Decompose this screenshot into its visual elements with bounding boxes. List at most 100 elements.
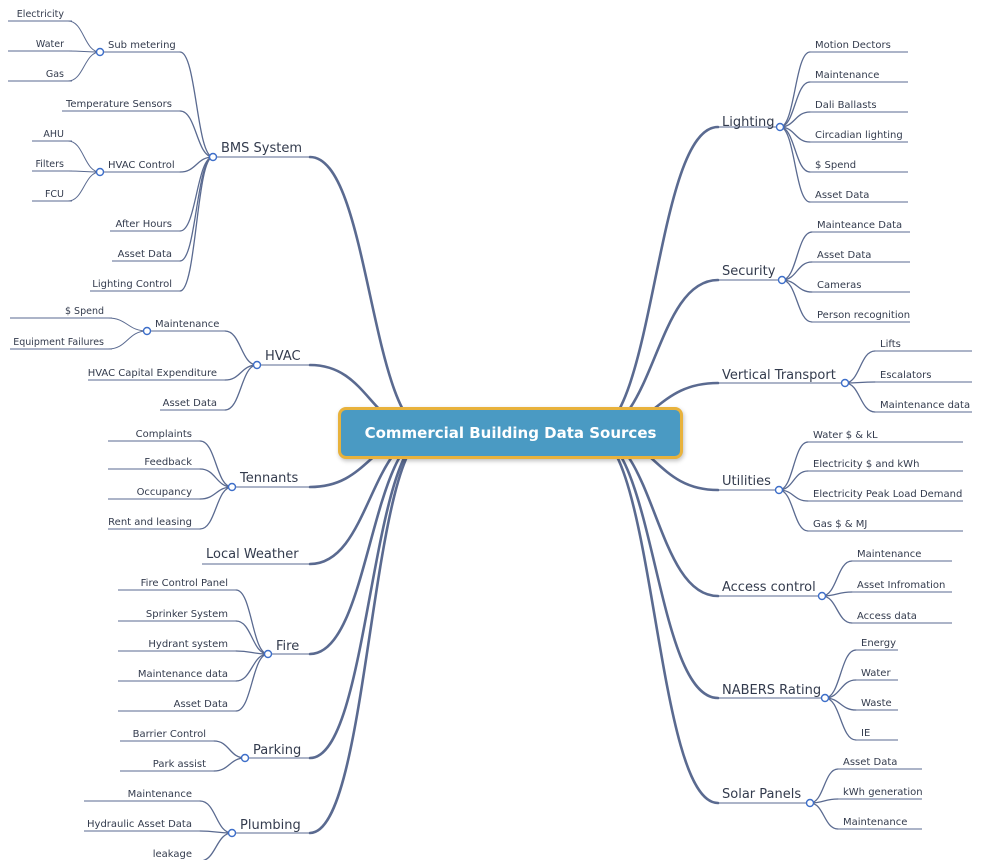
topic-knot-right-2[interactable] (840, 378, 850, 388)
topic-knot-right-1[interactable] (777, 275, 787, 285)
subtopic-right-0-4[interactable]: $ Spend (815, 160, 856, 171)
subtopic-right-6-2[interactable]: Maintenance (843, 817, 907, 828)
subbranch-line-right-3-0 (778, 441, 809, 491)
subtopic-left-1-0[interactable]: Maintenance (155, 319, 219, 330)
subtopic-left-2-2[interactable]: Occupancy (137, 487, 193, 498)
subtopic-right-1-3[interactable]: Person recognition (817, 310, 910, 321)
topic-left-2[interactable]: Tennants (239, 471, 299, 486)
subtopic-right-5-1[interactable]: Water (861, 668, 891, 679)
subtopic-right-0-3[interactable]: Circadian lighting (815, 130, 903, 141)
subtopic-left-0-5[interactable]: Lighting Control (92, 279, 172, 290)
subtopic-right-5-0[interactable]: Energy (861, 638, 896, 649)
topic-left-4[interactable]: Fire (276, 639, 299, 654)
subtopic-right-0-5[interactable]: Asset Data (815, 190, 869, 201)
topic-left-3[interactable]: Local Weather (206, 547, 299, 562)
leaf-left-1-0-1[interactable]: Equipment Failures (13, 337, 104, 348)
subtopic-right-0-2[interactable]: Dali Ballasts (815, 100, 877, 111)
subbranch-line-left-0-4 (179, 156, 214, 262)
topic-right-3[interactable]: Utilities (722, 474, 771, 489)
leaf-left-0-0-2[interactable]: Gas (46, 69, 64, 80)
topic-right-1[interactable]: Security (722, 264, 776, 279)
topic-right-2[interactable]: Vertical Transport (722, 368, 836, 383)
subtopic-knot-left-0-2[interactable] (95, 167, 105, 177)
topic-left-1[interactable]: HVAC (265, 349, 301, 364)
subtopic-right-5-3[interactable]: IE (861, 728, 870, 739)
topic-knot-right-4[interactable] (817, 591, 827, 601)
topic-right-6[interactable]: Solar Panels (722, 787, 801, 802)
subtopic-right-2-2[interactable]: Maintenance data (880, 400, 970, 411)
subtopic-right-3-0[interactable]: Water $ & kL (813, 430, 878, 441)
subtopic-right-3-1[interactable]: Electricity $ and kWh (813, 459, 919, 470)
subtopic-left-1-2[interactable]: Asset Data (163, 398, 217, 409)
leaf-left-0-0-0[interactable]: Electricity (17, 9, 65, 20)
leaf-left-0-2-2[interactable]: FCU (45, 189, 64, 200)
subbranch-line-left-0-1 (179, 110, 214, 158)
subtopic-right-1-2[interactable]: Cameras (817, 280, 861, 291)
subtopic-right-1-0[interactable]: Mainteance Data (817, 220, 902, 231)
subtopic-left-4-1[interactable]: Sprinker System (146, 609, 228, 620)
central-topic[interactable]: Commercial Building Data Sources (338, 407, 683, 459)
subbranch-line-right-4-0 (821, 560, 853, 597)
subtopic-left-4-3[interactable]: Maintenance data (138, 669, 228, 680)
subtopic-right-6-1[interactable]: kWh generation (843, 787, 923, 798)
topic-knot-left-6[interactable] (227, 828, 237, 838)
topic-knot-left-5[interactable] (240, 753, 250, 763)
subtopic-left-4-4[interactable]: Asset Data (174, 699, 228, 710)
subtopic-right-1-1[interactable]: Asset Data (817, 250, 871, 261)
subbranch-line-right-4-1 (821, 591, 853, 597)
subtopic-knot-left-0-0[interactable] (95, 47, 105, 57)
topic-knot-right-5[interactable] (820, 693, 830, 703)
topic-right-5[interactable]: NABERS Rating (722, 683, 821, 698)
leaf-left-1-0-0[interactable]: $ Spend (65, 306, 104, 317)
topic-knot-left-1[interactable] (252, 360, 262, 370)
subtopic-right-4-1[interactable]: Asset Infromation (857, 580, 945, 591)
leaf-left-0-2-1[interactable]: Filters (36, 159, 65, 170)
subtopic-right-4-2[interactable]: Access data (857, 611, 917, 622)
subtopic-right-4-0[interactable]: Maintenance (857, 549, 921, 560)
subtopic-left-2-1[interactable]: Feedback (144, 457, 192, 468)
topic-knot-right-0[interactable] (775, 122, 785, 132)
leaf-left-0-0-1[interactable]: Water (36, 39, 64, 50)
subtopic-left-0-1[interactable]: Temperature Sensors (65, 99, 172, 110)
topic-knot-right-6[interactable] (805, 798, 815, 808)
subtopic-right-2-0[interactable]: Lifts (880, 339, 901, 350)
subtopic-left-6-0[interactable]: Maintenance (128, 789, 192, 800)
subtopic-left-4-2[interactable]: Hydrant system (148, 639, 228, 650)
branch-line-right-5 (590, 431, 720, 700)
subtopic-right-6-0[interactable]: Asset Data (843, 757, 897, 768)
subtopic-left-0-3[interactable]: After Hours (116, 219, 173, 230)
subtopic-left-6-1[interactable]: Hydraulic Asset Data (87, 819, 192, 830)
topic-knot-left-2[interactable] (227, 482, 237, 492)
topic-left-0[interactable]: BMS System (221, 141, 302, 156)
leaf-line-left-1-0-0 (107, 317, 148, 332)
topic-right-4[interactable]: Access control (722, 580, 816, 595)
subbranch-line-right-6-1 (809, 798, 839, 804)
subbranch-line-left-0-5 (179, 156, 214, 292)
topic-knot-left-4[interactable] (263, 649, 273, 659)
subtopic-left-0-2[interactable]: HVAC Control (108, 160, 175, 171)
subtopic-left-0-4[interactable]: Asset Data (118, 249, 172, 260)
subtopic-left-2-0[interactable]: Complaints (136, 429, 192, 440)
subtopic-right-3-3[interactable]: Gas $ & MJ (813, 519, 867, 530)
subtopic-knot-left-1-0[interactable] (142, 326, 152, 336)
subbranch-line-left-5-1 (213, 757, 246, 772)
topic-left-6[interactable]: Plumbing (240, 818, 301, 833)
topic-knot-right-3[interactable] (774, 485, 784, 495)
subtopic-right-0-0[interactable]: Motion Dectors (815, 40, 891, 51)
subtopic-left-1-1[interactable]: HVAC Capital Expenditure (88, 368, 217, 379)
subtopic-left-0-0[interactable]: Sub metering (108, 40, 176, 51)
subtopic-right-0-1[interactable]: Maintenance (815, 70, 879, 81)
subtopic-right-2-1[interactable]: Escalators (880, 370, 931, 381)
subtopic-left-4-0[interactable]: Fire Control Panel (141, 578, 228, 589)
leaf-left-0-2-0[interactable]: AHU (43, 129, 64, 140)
subtopic-right-3-2[interactable]: Electricity Peak Load Demand (813, 489, 962, 500)
subtopic-left-5-1[interactable]: Park assist (153, 759, 206, 770)
subtopic-left-6-2[interactable]: leakage (153, 849, 192, 860)
subbranch-line-left-6-2 (201, 832, 233, 860)
topic-left-5[interactable]: Parking (253, 743, 301, 758)
subtopic-left-2-3[interactable]: Rent and leasing (108, 517, 192, 528)
subtopic-right-5-2[interactable]: Waste (861, 698, 892, 709)
subtopic-left-5-0[interactable]: Barrier Control (133, 729, 206, 740)
topic-right-0[interactable]: Lighting (722, 115, 775, 130)
topic-knot-left-0[interactable] (208, 152, 218, 162)
